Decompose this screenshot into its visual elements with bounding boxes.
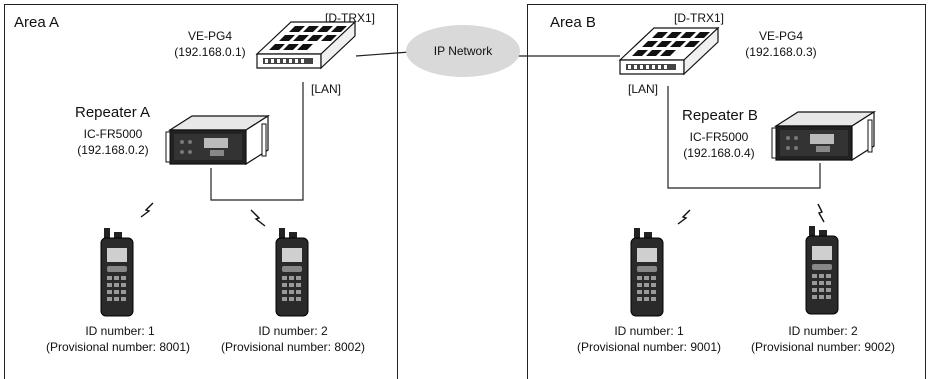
radio-b2-icon: [801, 226, 845, 316]
signal-icon: [138, 201, 156, 219]
gateway-b-device-icon: [618, 22, 720, 80]
repeater-a-ip: (192.168.0.2): [60, 144, 166, 158]
radio-b2-id: ID number: 2: [743, 325, 903, 339]
radio-a2-provisional: (Provisional number: 8002): [193, 341, 393, 355]
repeater-b-ip: (192.168.0.4): [666, 147, 772, 161]
repeater-a-title: Repeater A: [75, 104, 150, 121]
area-b-title: Area B: [550, 14, 596, 31]
area-a-title: Area A: [14, 14, 59, 31]
repeater-b-device-icon: [770, 106, 880, 166]
wan-link-a: [356, 52, 410, 56]
gateway-a-ip: (192.168.0.1): [150, 46, 270, 60]
radio-b2-provisional: (Provisional number: 9002): [723, 341, 923, 355]
radio-b1-icon: [626, 228, 670, 318]
repeater-b-title: Repeater B: [682, 107, 758, 124]
lan-a-label: [LAN]: [311, 83, 341, 97]
repeater-b-model: IC-FR5000: [666, 131, 772, 145]
signal-icon: [812, 202, 830, 224]
radio-a2-id: ID number: 2: [213, 325, 373, 339]
repeater-a-device-icon: [164, 110, 274, 170]
radio-a1-icon: [96, 228, 140, 318]
radio-b1-provisional: (Provisional number: 9001): [549, 341, 749, 355]
radio-a1-id: ID number: 1: [40, 325, 200, 339]
lan-b-label: [LAN]: [628, 83, 658, 97]
radio-b1-id: ID number: 1: [569, 325, 729, 339]
signal-icon: [249, 207, 267, 229]
radio-a1-provisional: (Provisional number: 8001): [18, 341, 218, 355]
ip-network-label: IP Network: [406, 44, 520, 58]
gateway-a-device-icon: [255, 16, 357, 74]
signal-icon: [675, 208, 693, 226]
gateway-b-ip: (192.168.0.3): [726, 46, 836, 60]
repeater-a-model: IC-FR5000: [60, 128, 166, 142]
gateway-a-model: VE-PG4: [150, 30, 270, 44]
radio-a2-icon: [271, 228, 315, 318]
gateway-b-model: VE-PG4: [726, 30, 836, 44]
